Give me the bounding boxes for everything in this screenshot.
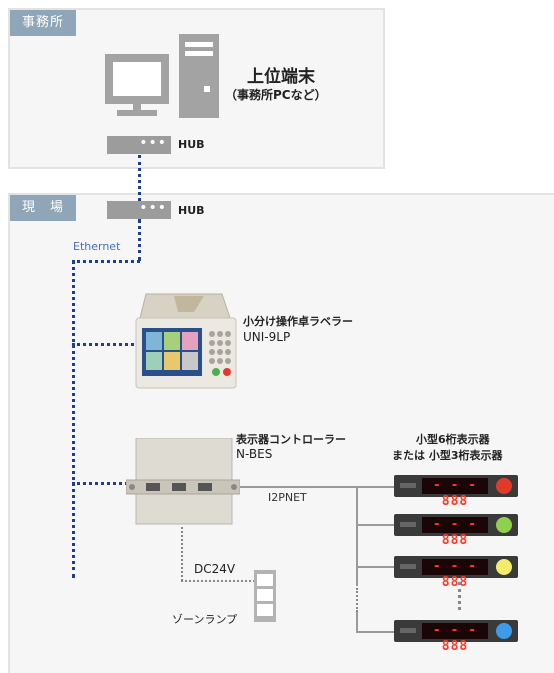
dc24v-line-vertical: [181, 527, 183, 581]
labeler-device-icon: [135, 293, 237, 389]
display-continuation-dots: [458, 582, 461, 610]
led-indicator-icon: [496, 478, 512, 494]
hub-site: •••: [107, 201, 171, 219]
hub-site-label: HUB: [178, 204, 205, 217]
terminal-title: 上位端末: [247, 67, 315, 87]
display-readout: - - - 888: [422, 478, 488, 509]
i2pnet-branch-4: [356, 631, 394, 633]
i2pnet-branch-3: [356, 566, 394, 568]
i2pnet-riser-dotted: [356, 588, 358, 612]
display-brand-mark: [400, 522, 416, 527]
zone-lamp-label: ゾーンランプ: [172, 613, 238, 626]
dc24v-label: DC24V: [194, 562, 236, 576]
display-unit-1: - - - 888: [394, 475, 518, 509]
display-brand-mark: [400, 628, 416, 633]
i2pnet-riser-line: [356, 486, 358, 586]
led-indicator-icon: [496, 517, 512, 533]
zone-lamp-icon: [254, 570, 276, 622]
display-brand-mark: [400, 564, 416, 569]
displays-title-line2: または 小型3桁表示器: [392, 449, 503, 462]
controller-model: N-BES: [236, 447, 273, 461]
uplink-line: [138, 155, 141, 201]
display-readout: - - - 888: [422, 559, 488, 590]
i2pnet-bus-line: [240, 486, 394, 488]
display-readout: - - - 888: [422, 517, 488, 548]
terminal-subtitle: （事務所PCなど）: [225, 88, 327, 102]
hub-office-label: HUB: [178, 138, 205, 151]
i2pnet-label: I2PNET: [268, 491, 307, 504]
pc-icon: [105, 34, 219, 118]
display-readout: - - - 888: [422, 623, 488, 654]
display-unit-3: - - - 888: [394, 556, 518, 590]
display-unit-2: - - - 888: [394, 514, 518, 548]
i2pnet-branch-2: [356, 524, 394, 526]
labeler-name: 小分け操作卓ラベラー: [243, 315, 353, 328]
ethernet-trunk-line: [72, 260, 75, 578]
site-zone-label: 現 場: [10, 195, 77, 221]
hub-drop-line: [138, 219, 141, 261]
controller-device-icon: [126, 438, 240, 525]
led-indicator-icon: [496, 559, 512, 575]
ethernet-top-line: [72, 260, 140, 263]
display-brand-mark: [400, 483, 416, 488]
led-indicator-icon: [496, 623, 512, 639]
display-unit-4: - - - 888: [394, 620, 518, 654]
ethernet-label: Ethernet: [73, 240, 121, 253]
ethernet-labeler-line: [72, 343, 134, 346]
dc24v-line-horizontal: [181, 580, 255, 582]
office-zone-label: 事務所: [10, 10, 77, 36]
site-zone: 現 場: [8, 193, 554, 673]
hub-office: •••: [107, 136, 171, 154]
i2pnet-riser-line-bottom: [356, 612, 358, 632]
ethernet-controller-line: [72, 482, 134, 485]
controller-name: 表示器コントローラー: [236, 433, 346, 446]
labeler-model: UNI-9LP: [243, 330, 291, 344]
displays-title-line1: 小型6桁表示器: [416, 433, 490, 446]
